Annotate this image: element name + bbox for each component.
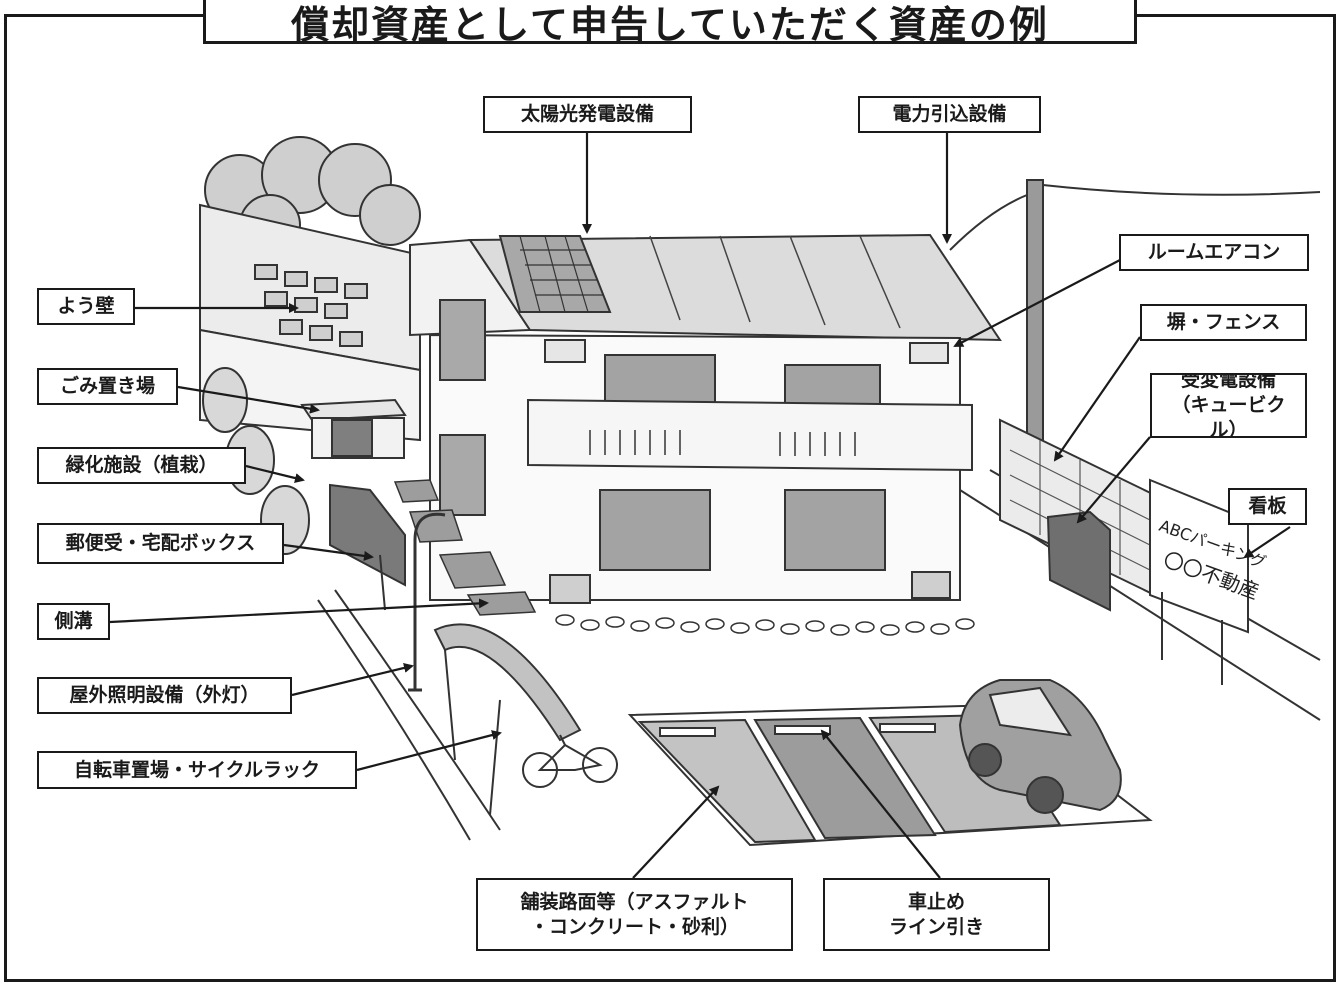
label-power-service: 電力引込設備 xyxy=(858,96,1041,133)
bicycle xyxy=(522,734,618,788)
label-room-aircon: ルームエアコン xyxy=(1119,234,1309,271)
label-solar: 太陽光発電設備 xyxy=(483,96,692,133)
bicycle-shelter xyxy=(433,623,582,816)
label-retaining-wall: よう壁 xyxy=(37,288,135,325)
signboard xyxy=(1149,478,1249,685)
label-signboard: 看板 xyxy=(1228,488,1307,525)
car xyxy=(958,679,1122,814)
label-lighting: 屋外照明設備（外灯） xyxy=(37,677,292,714)
utility-pole xyxy=(949,179,1321,461)
page-title: 償却資産として申告していただく資産の例 xyxy=(291,3,1049,44)
block-wall xyxy=(999,418,1166,602)
title-box: 償却資産として申告していただく資産の例 xyxy=(203,0,1137,44)
leader-arrows xyxy=(109,133,1291,879)
garbage-station xyxy=(300,398,407,459)
main-house xyxy=(409,233,1002,604)
street-light xyxy=(408,512,446,692)
label-wall-fence: 塀・フェンス xyxy=(1140,304,1307,341)
shrubs xyxy=(202,367,310,555)
label-paving: 舗装路面等（アスファルト ・コンクリート・砂利） xyxy=(476,878,793,951)
label-mailbox: 郵便受・宅配ボックス xyxy=(37,523,284,564)
label-car-stop: 車止め ライン引き xyxy=(823,878,1050,951)
cubicle xyxy=(1046,510,1111,612)
label-garbage: ごみ置き場 xyxy=(37,368,178,405)
label-bicycle: 自転車置場・サイクルラック xyxy=(37,751,357,789)
label-substation: 受変電設備 （キュービクル） xyxy=(1150,373,1307,438)
label-greening: 緑化施設（植栽） xyxy=(37,447,246,484)
gravel xyxy=(555,614,975,636)
mailbox xyxy=(329,483,406,611)
label-gutter: 側溝 xyxy=(37,603,110,640)
